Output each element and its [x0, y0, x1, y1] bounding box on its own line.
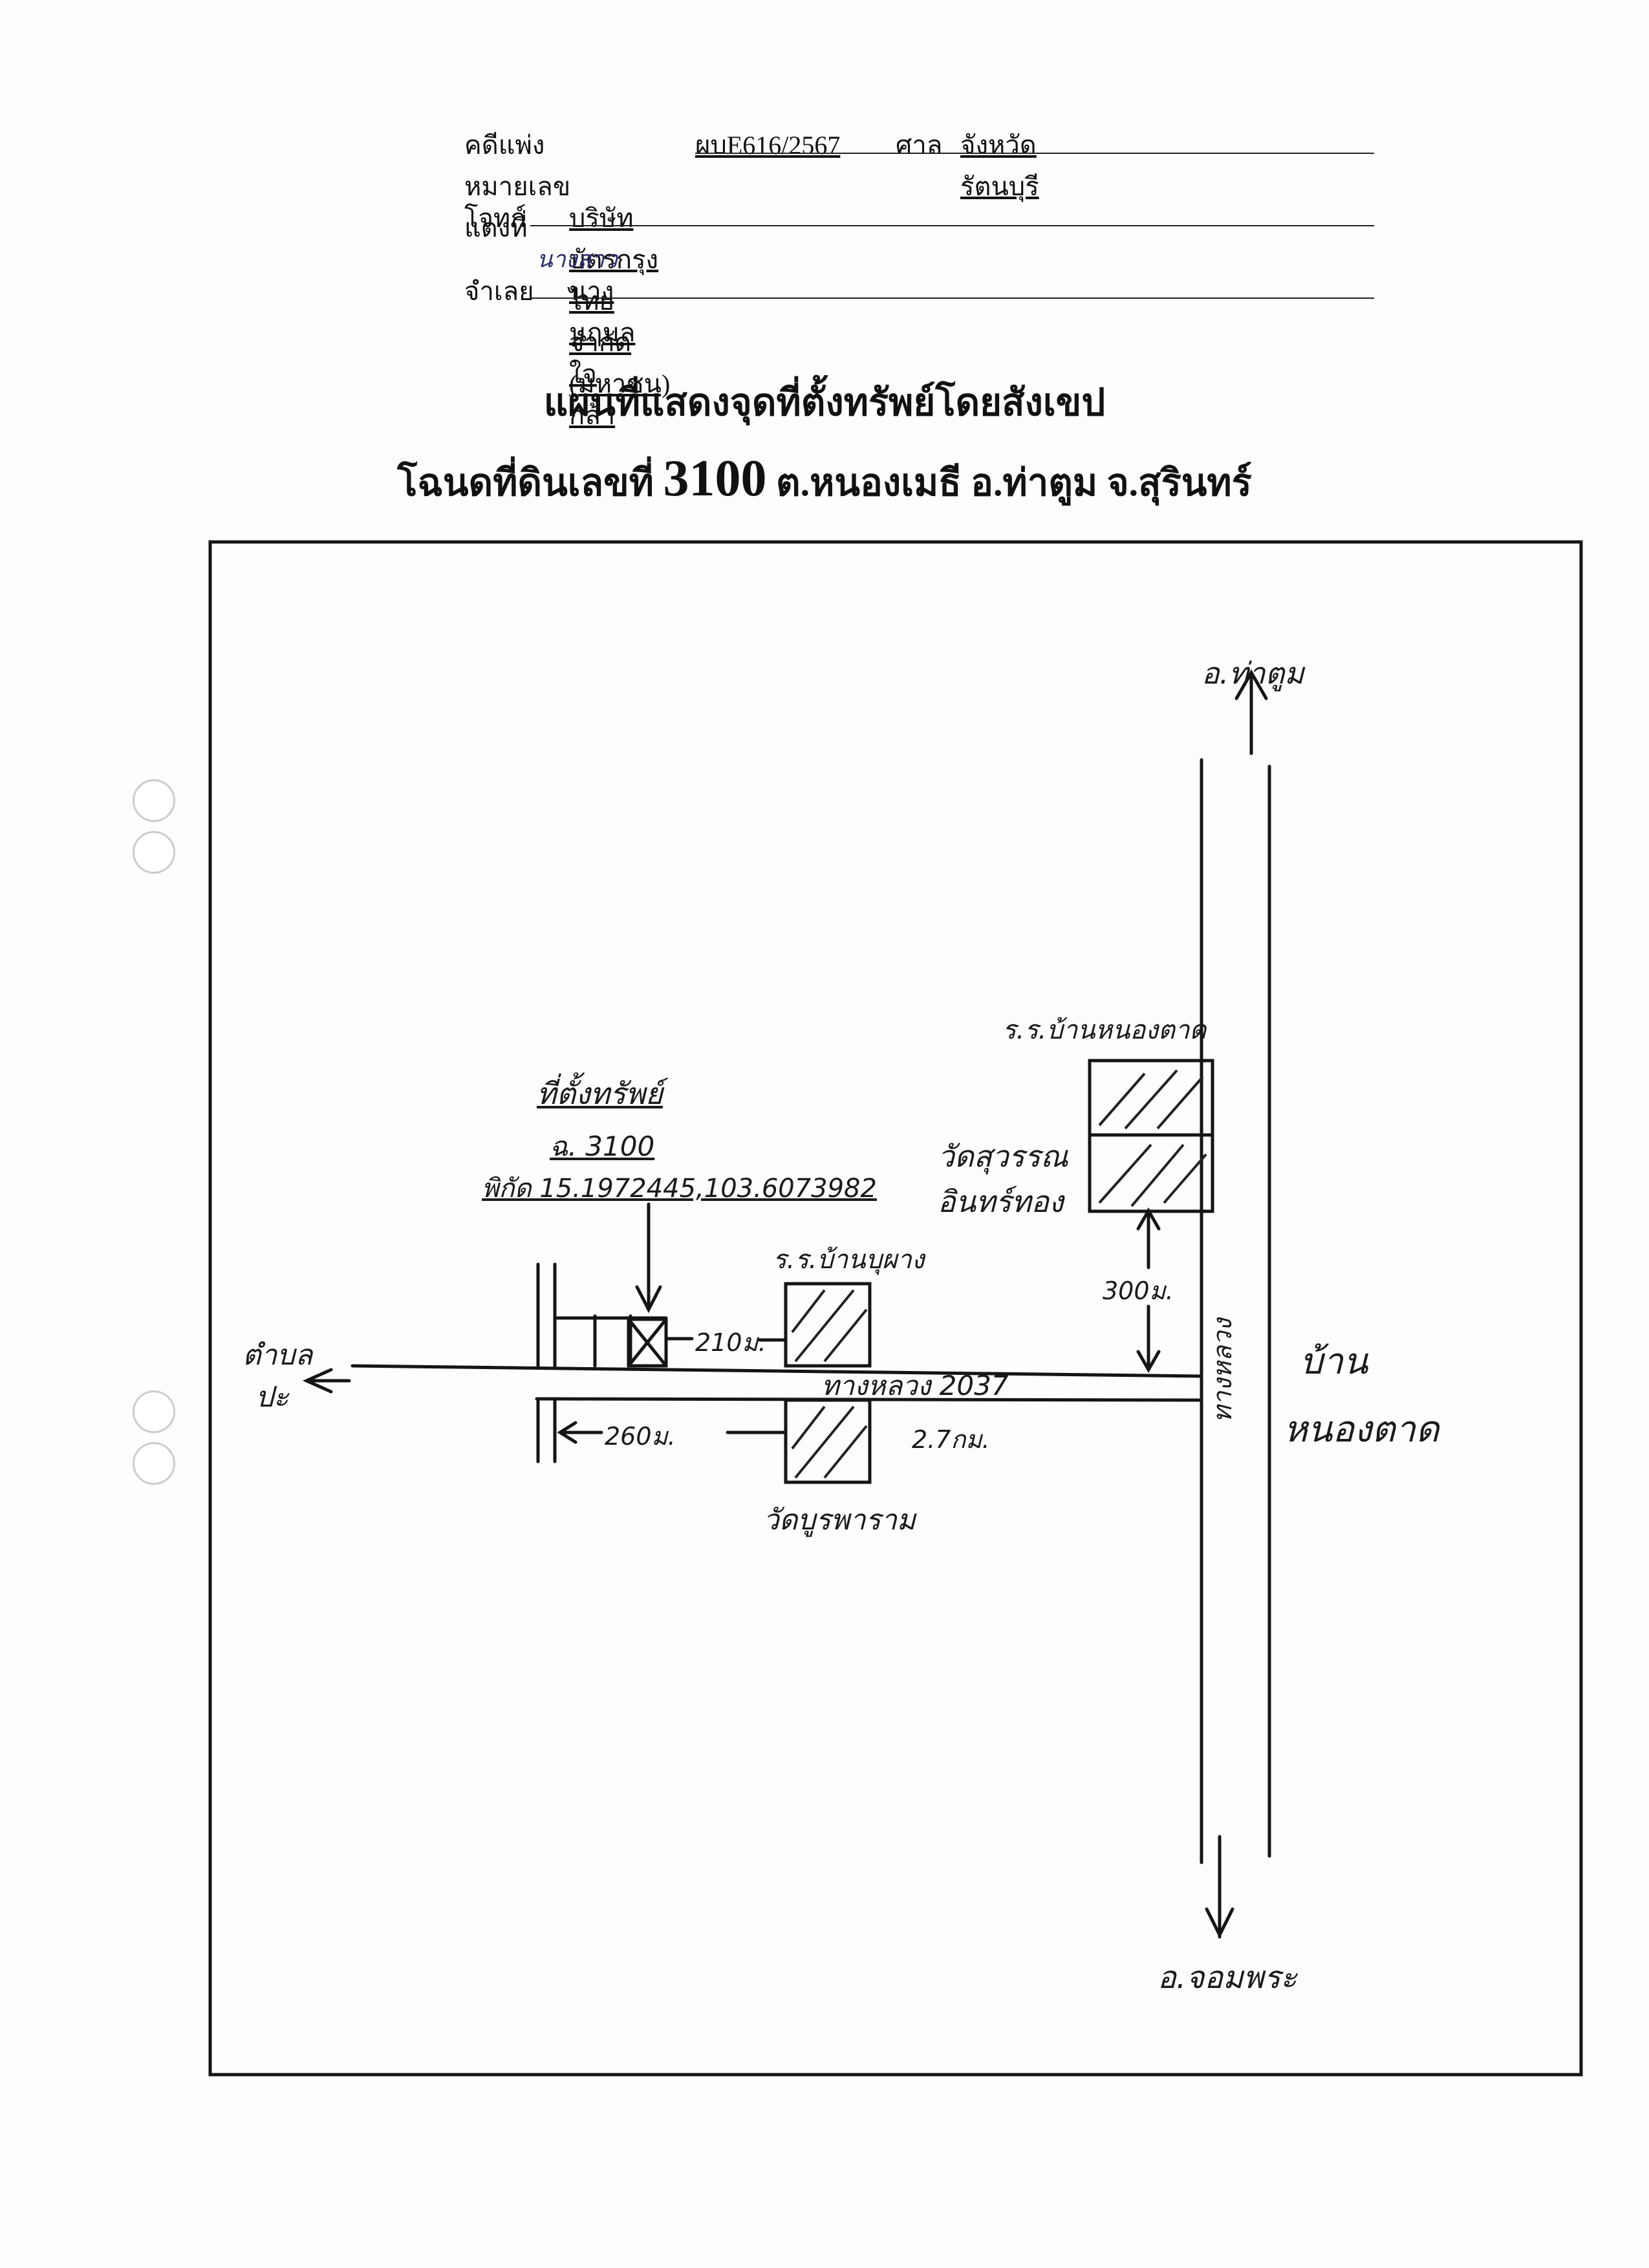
temple-burapharam-label: วัดบูรพาราม: [763, 1504, 916, 1537]
village-label-2: หนองตาด: [1284, 1409, 1439, 1451]
west-destination-label-2: ปะ: [255, 1381, 289, 1414]
school-village-label: ร.ร.บ้านหนองตาด: [1002, 1015, 1207, 1045]
dist-260-left-head: [557, 1421, 577, 1444]
defendant-label: จำเลย: [464, 277, 534, 306]
punch-hole-3: [133, 1390, 175, 1433]
map-frame: [208, 540, 1583, 2077]
village-label-1: บ้าน: [1300, 1341, 1368, 1383]
property-deed-label: ฉ. 3100: [550, 1130, 655, 1162]
dist-260-label: 260ม.: [605, 1422, 676, 1451]
map-title: แผนที่แสดงจุดที่ตั้งทรัพย์โดยสังเขป: [543, 382, 1106, 424]
north-arrow-head: [1234, 669, 1268, 700]
school-bupang-box: [784, 1282, 872, 1368]
south-arrow-head: [1205, 1907, 1234, 1939]
highway-label: ทางหลวง 2037: [821, 1370, 1009, 1401]
temple-burapharam-box: [784, 1398, 872, 1484]
school-bupang-label: ร.ร.บ้านบุผาง: [773, 1245, 925, 1275]
property-coordinates: พิกัด 15.1972445,103.6073982: [482, 1174, 877, 1204]
court-name-value: จังหวัดรัตนบุรี: [960, 131, 1039, 201]
dist-210-label: 210ม.: [695, 1328, 766, 1357]
main-road-label: ทางหลวง: [1208, 1318, 1238, 1423]
punch-hole-top: [133, 779, 175, 822]
west-arrow-head: [302, 1368, 333, 1394]
property-pointer-head: [635, 1285, 662, 1313]
temple-suwan-label-2: อินทร์ทอง: [938, 1184, 1064, 1219]
north-destination-label: อ.ท่าตูม: [1202, 656, 1304, 691]
case-number-value: ผบE616/2567: [695, 131, 841, 160]
dist-300-down-head: [1136, 1350, 1161, 1374]
west-destination-label-1: ตำบล: [242, 1339, 313, 1372]
plaintiff-rule: [530, 225, 1374, 226]
property-x-2: [627, 1317, 668, 1368]
deed-number: 3100: [663, 450, 767, 507]
defendant-name-value: นางนฤมล ใจกล้า: [569, 277, 636, 430]
punch-hole-2: [133, 831, 175, 874]
punch-hole-4: [133, 1442, 175, 1485]
defendant-title-correction: นางสาว: [537, 246, 618, 273]
case-number-label: คดีแพ่งหมายเลขแดงที่: [464, 131, 571, 243]
defendant-rule: [530, 297, 1374, 299]
plaintiff-label: โจทก์: [464, 204, 526, 233]
case-number-rule: [695, 153, 1374, 154]
dist-300-label: 300ม.: [1103, 1277, 1174, 1305]
south-destination-label: อ.จอมพระ: [1158, 1960, 1297, 1996]
map-subtitle: โฉนดที่ดินเลขที่ 3100 ต.หนองเมธี อ.ท่าตู…: [0, 449, 1649, 512]
property-box: [627, 1317, 668, 1368]
temple-suwan-label-1: วัดสุวรรณ: [938, 1139, 1068, 1174]
deed-location: ต.หนองเมธี อ.ท่าตูม จ.สุรินทร์: [776, 462, 1252, 504]
temple-suwan-box: [1088, 1133, 1214, 1213]
dist-junction-label: 2.7กม.: [912, 1425, 990, 1454]
highway-north-edge: [350, 1364, 1203, 1378]
plaintiff-name-value: บริษัท บัตรกรุงไทย จำกัด (มหาชน): [569, 204, 671, 398]
property-heading: ที่ตั้งทรัพย์: [537, 1076, 663, 1111]
court-label: ศาล: [896, 131, 943, 160]
deed-label: โฉนดที่ดินเลขที่: [397, 462, 654, 504]
